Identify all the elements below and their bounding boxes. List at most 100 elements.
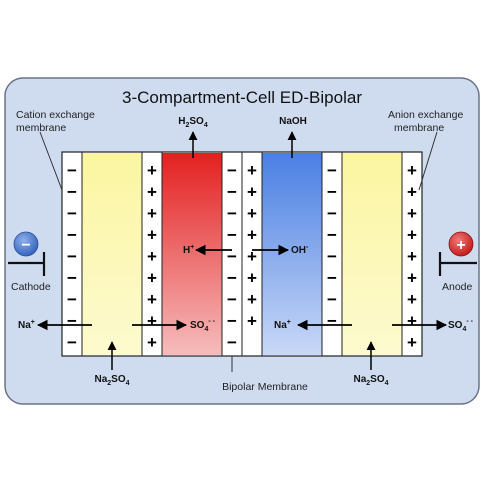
membrane-plus-sign: + [407, 226, 417, 245]
so4-right-sub: 4 [462, 326, 466, 333]
cathode-label: Cathode [11, 281, 51, 293]
h-plus-label: H+ [183, 244, 194, 256]
na-left-label: Na+ [18, 319, 35, 331]
membrane-minus-sign: − [227, 183, 237, 202]
acid-sub: 2 [185, 122, 189, 129]
anode-sign: + [456, 237, 465, 254]
membrane-plus-sign: + [147, 226, 157, 245]
acid-sub2: 4 [204, 122, 208, 129]
anion-membrane-pointer [418, 131, 438, 191]
anode-label: Anode [442, 281, 473, 293]
right-feed-sub2: 4 [385, 380, 389, 387]
right-feed-label: Na2SO4 [353, 374, 388, 387]
membrane-plus-sign: + [247, 183, 257, 202]
left-feed-sub2: 4 [126, 380, 130, 387]
base-product-label: NaOH [279, 116, 307, 127]
membrane-minus-sign: − [227, 161, 237, 180]
membrane-plus-sign: + [147, 290, 157, 309]
cation-membrane-label-line2: membrane [16, 122, 66, 134]
membrane-minus-sign: − [67, 290, 77, 309]
membrane-plus-sign: + [407, 312, 417, 331]
anion-membrane-label-line2: membrane [394, 122, 444, 134]
membrane-plus-sign: + [247, 204, 257, 223]
membrane-minus-sign: − [227, 204, 237, 223]
membrane-plus-sign: + [407, 204, 417, 223]
na-right-label: Na+ [274, 319, 291, 331]
acid-mid: SO [189, 116, 204, 127]
membrane-plus-sign: + [407, 269, 417, 288]
h-plus-base: H [183, 245, 190, 256]
membrane-minus-sign: − [227, 333, 237, 352]
anode-plate [438, 252, 477, 276]
cation-membrane-pointer [39, 131, 63, 191]
membrane-plus-sign: + [147, 183, 157, 202]
membrane-minus-sign: − [67, 247, 77, 266]
membrane-plus-sign: + [247, 269, 257, 288]
oh-minus-charge: - [306, 244, 309, 251]
compartment-acid [162, 153, 222, 355]
membrane-minus-sign: − [327, 269, 337, 288]
membrane-minus-sign: − [327, 312, 337, 331]
membrane-minus-sign: − [67, 312, 77, 331]
oh-minus-label: OH- [291, 244, 309, 256]
membrane-minus-sign: − [67, 269, 77, 288]
cathode-plate [8, 252, 46, 276]
membrane-minus-sign: − [327, 226, 337, 245]
left-feed-main: Na [94, 374, 107, 385]
membrane-minus-sign: − [67, 161, 77, 180]
right-feed-main: Na [353, 374, 366, 385]
membrane-minus-sign: − [327, 161, 337, 180]
membrane-minus-sign: − [327, 290, 337, 309]
membrane-signs: −−−−−−−−−+++++++++−−−−−−−−−++++++++−−−−−… [67, 161, 417, 352]
right-feed-mid: SO [370, 374, 385, 385]
membrane-plus-sign: + [147, 269, 157, 288]
left-feed-mid: SO [111, 374, 126, 385]
membrane-minus-sign: − [67, 226, 77, 245]
h-plus-charge: + [190, 244, 194, 251]
membrane-minus-sign: − [227, 312, 237, 331]
acid-main: H [178, 116, 185, 127]
membrane-plus-sign: + [247, 247, 257, 266]
anode-icon [448, 231, 474, 257]
so4-left-base: SO [190, 320, 205, 331]
membrane-minus-sign: − [327, 247, 337, 266]
left-feed-sub: 2 [107, 380, 111, 387]
membrane-minus-sign: − [327, 204, 337, 223]
membrane-minus-sign: − [227, 290, 237, 309]
na-left-base: Na [18, 320, 31, 331]
cathode-icon [13, 231, 39, 257]
compartment-base [262, 153, 322, 355]
membrane-minus-sign: − [227, 269, 237, 288]
membrane-plus-sign: + [407, 290, 417, 309]
oh-minus-base: OH [291, 245, 306, 256]
membrane-minus-sign: − [67, 183, 77, 202]
so4-right-label: SO4- - [448, 318, 474, 333]
membrane-plus-sign: + [147, 161, 157, 180]
cathode-sign: − [21, 237, 30, 254]
membrane-plus-sign: + [407, 161, 417, 180]
membrane-plus-sign: + [407, 247, 417, 266]
membrane-plus-sign: + [147, 312, 157, 331]
membrane-plus-sign: + [247, 312, 257, 331]
bipolar-membrane-label: Bipolar Membrane [222, 381, 308, 393]
so4-left-sub: 4 [204, 326, 208, 333]
na-right-charge: + [287, 319, 291, 326]
membrane-lines [81, 152, 403, 356]
membrane-minus-sign: − [67, 333, 77, 352]
membrane-plus-sign: + [147, 247, 157, 266]
membrane-plus-sign: + [407, 183, 417, 202]
membrane-plus-sign: + [407, 333, 417, 352]
so4-right-charge: - - [466, 318, 473, 325]
membrane-minus-sign: − [227, 247, 237, 266]
membrane-plus-sign: + [247, 226, 257, 245]
left-feed-label: Na2SO4 [94, 374, 129, 387]
so4-left-label: SO4- - [190, 318, 216, 333]
compartment-left-feed [82, 153, 142, 355]
diagram-title: 3-Compartment-Cell ED-Bipolar [122, 88, 362, 107]
na-left-charge: + [31, 319, 35, 326]
right-feed-sub: 2 [366, 380, 370, 387]
na-right-base: Na [274, 320, 287, 331]
membrane-minus-sign: − [227, 226, 237, 245]
